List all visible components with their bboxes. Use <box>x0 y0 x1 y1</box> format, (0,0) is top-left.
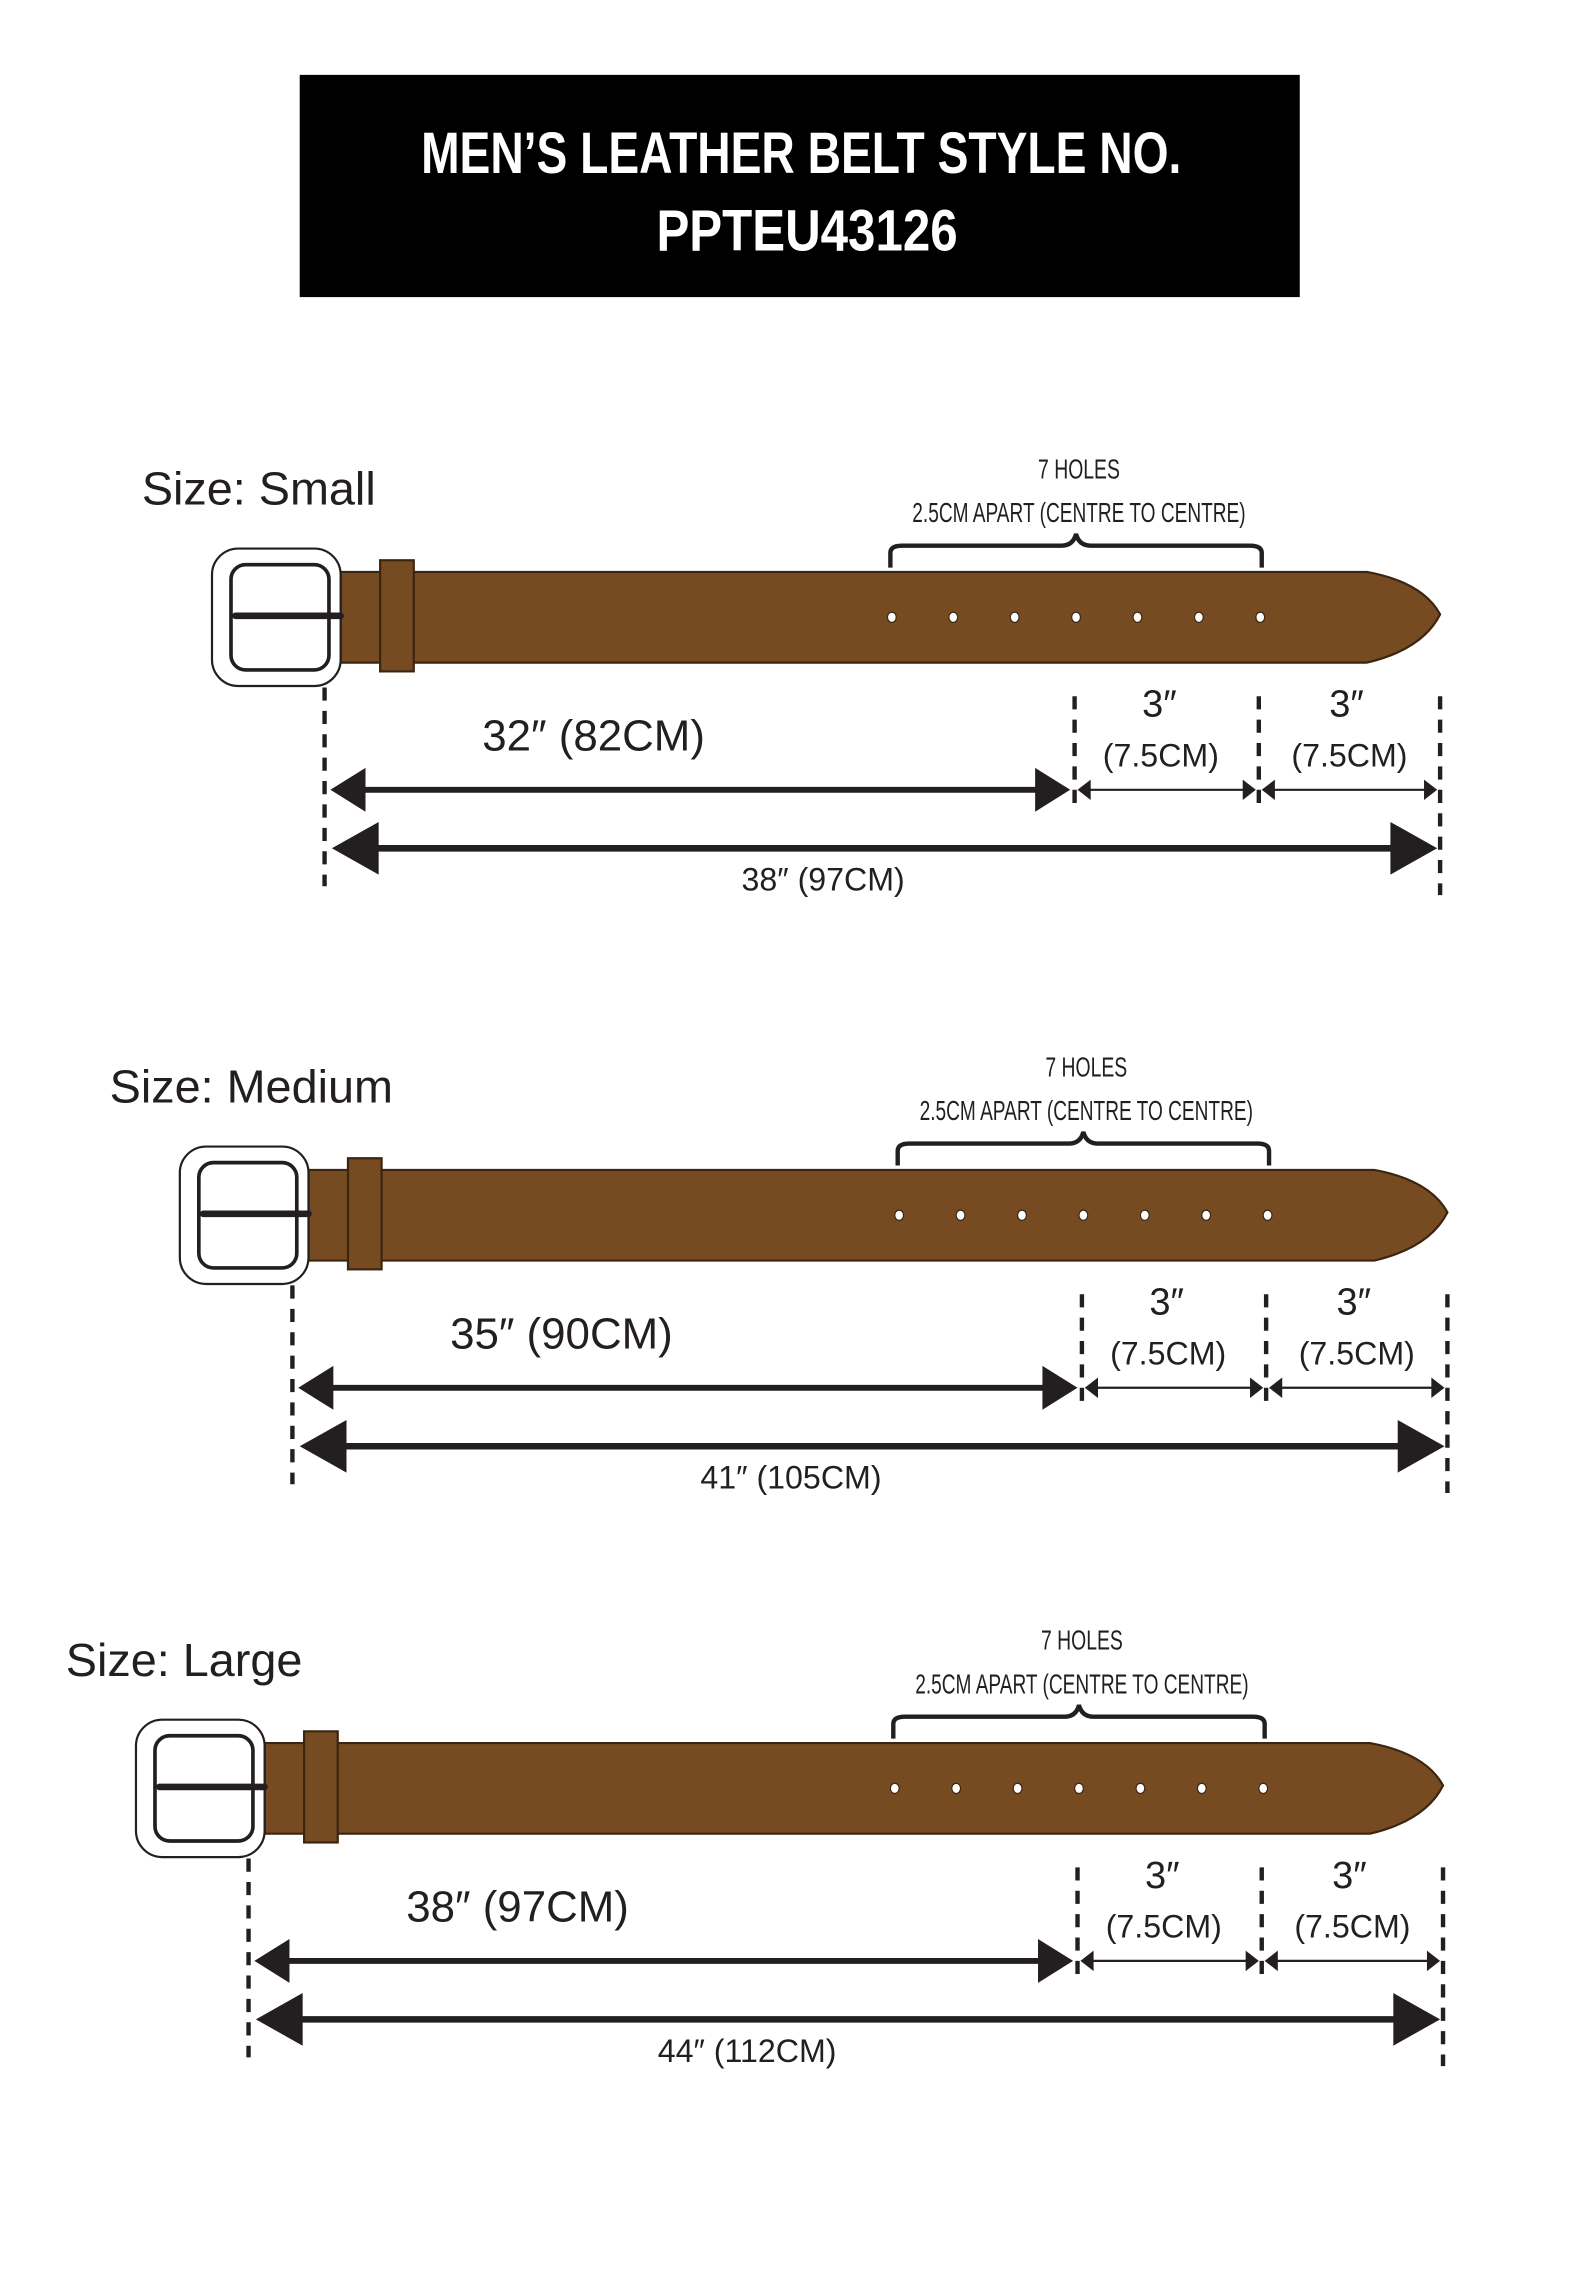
arrowhead-right <box>1390 821 1438 875</box>
belt-hole <box>1201 1209 1212 1221</box>
arrowhead-left <box>1077 779 1091 801</box>
holes-title: 7 HOLES <box>1041 1624 1123 1655</box>
belt-hole <box>889 1782 900 1795</box>
arrowhead-left <box>1080 1950 1094 1972</box>
belt-hole <box>1009 611 1020 623</box>
arrowhead-left <box>1084 1377 1098 1399</box>
belt-keeper-loop <box>346 1157 383 1271</box>
arrowhead-right <box>1245 1950 1259 1972</box>
belt-hole <box>894 1209 905 1221</box>
tip-span-cm: (7.5CM) <box>1299 1335 1415 1371</box>
hole-span-cm: (7.5CM) <box>1103 737 1219 773</box>
arrowhead-right <box>1397 1419 1445 1473</box>
arrowhead-right <box>1035 767 1071 812</box>
to-first-hole-length: 32″ (82CM) <box>482 711 705 760</box>
title-line-1: MEN’S LEATHER BELT STYLE NO. <box>421 121 1181 186</box>
size-label: Size: Small <box>142 463 376 515</box>
arrowhead-right <box>1038 1938 1074 1983</box>
belt-hole <box>1071 611 1082 623</box>
holes-brace <box>888 533 1264 568</box>
arrowhead-right <box>1431 1377 1445 1399</box>
belt-hole <box>1258 1782 1269 1795</box>
arrowhead-left <box>298 1365 334 1410</box>
title-line-2: PPTEU43126 <box>656 198 957 263</box>
total-length: 41″ (105CM) <box>700 1460 881 1496</box>
to-first-hole-length: 38″ (97CM) <box>406 1882 629 1931</box>
hole-span-inches: 3″ <box>1145 1855 1180 1897</box>
arrowhead-left <box>1269 1377 1283 1399</box>
hole-span-cm: (7.5CM) <box>1110 1335 1226 1371</box>
size-section-1: Size: Medium 7 HOLES 2.5CM APART (CENTRE T… <box>110 1051 1450 1496</box>
belt-keeper-loop <box>303 1730 339 1844</box>
belt-hole <box>1132 611 1143 623</box>
belt-hole <box>1262 1209 1273 1221</box>
buckle-icon <box>210 547 344 688</box>
belt-hole <box>1196 1782 1207 1795</box>
title-background <box>299 74 1300 298</box>
arrowhead-left <box>255 1993 303 2046</box>
belt-hole <box>951 1782 962 1795</box>
hole-span-inches: 3″ <box>1149 1282 1184 1324</box>
belt-keeper-loop <box>379 559 415 673</box>
belt-hole <box>1193 611 1204 623</box>
arrowhead-left <box>330 767 366 812</box>
holes-title: 7 HOLES <box>1038 453 1120 484</box>
size-label: Size: Medium <box>110 1061 393 1113</box>
arrowhead-right <box>1242 779 1256 801</box>
belt-hole <box>1135 1782 1146 1795</box>
belt-hole <box>1078 1209 1089 1221</box>
arrowhead-right <box>1393 1993 1441 2046</box>
arrowhead-left <box>1264 1950 1278 1972</box>
belt-strap <box>307 1168 1449 1262</box>
belt-hole <box>948 611 959 623</box>
holes-title: 7 HOLES <box>1045 1051 1127 1082</box>
holes-spacing-note: 2.5CM APART (CENTRE TO CENTRE) <box>915 1668 1248 1699</box>
belt-hole <box>886 611 897 623</box>
belt-hole <box>1012 1782 1023 1795</box>
to-first-hole-length: 35″ (90CM) <box>450 1309 673 1358</box>
buckle-icon <box>178 1145 312 1286</box>
holes-spacing-note: 2.5CM APART (CENTRE TO CENTRE) <box>920 1095 1253 1126</box>
holes-spacing-note: 2.5CM APART (CENTRE TO CENTRE) <box>912 497 1245 528</box>
tip-span-inches: 3″ <box>1337 1282 1372 1324</box>
hole-span-cm: (7.5CM) <box>1106 1909 1222 1945</box>
arrowhead-left <box>299 1419 347 1473</box>
arrowhead-left <box>1261 779 1275 801</box>
total-length: 38″ (97CM) <box>741 862 904 898</box>
tip-span-inches: 3″ <box>1332 1855 1367 1897</box>
tip-span-inches: 3″ <box>1329 684 1364 726</box>
tip-span-cm: (7.5CM) <box>1291 737 1407 773</box>
belt-hole <box>1074 1782 1084 1795</box>
arrowhead-right <box>1424 779 1438 801</box>
holes-brace <box>891 1704 1267 1739</box>
belt-hole <box>1016 1209 1027 1221</box>
belt-hole <box>955 1209 966 1221</box>
arrowhead-right <box>1250 1377 1264 1399</box>
size-label: Size: Large <box>66 1634 303 1686</box>
belt-hole <box>1139 1209 1150 1221</box>
arrowhead-left <box>331 821 379 875</box>
title-banner: MEN’S LEATHER BELT STYLE NO. PPTEU43126 <box>299 74 1300 298</box>
size-section-0: Size: Small 7 HOLES 2.5CM APART (CENTRE TO… <box>142 453 1443 898</box>
holes-brace <box>895 1131 1272 1166</box>
belt-strap <box>263 1741 1445 1835</box>
total-length: 44″ (112CM) <box>658 2033 837 2069</box>
size-section-2: Size: Large 7 HOLES 2.5CM APART (CENTRE TO… <box>66 1624 1446 2069</box>
arrowhead-right <box>1426 1950 1441 1972</box>
arrowhead-left <box>254 1938 290 1983</box>
belt-hole <box>1255 611 1266 623</box>
arrowhead-right <box>1042 1365 1078 1410</box>
buckle-icon <box>134 1718 268 1859</box>
hole-span-inches: 3″ <box>1142 684 1177 726</box>
tip-span-cm: (7.5CM) <box>1294 1909 1410 1945</box>
